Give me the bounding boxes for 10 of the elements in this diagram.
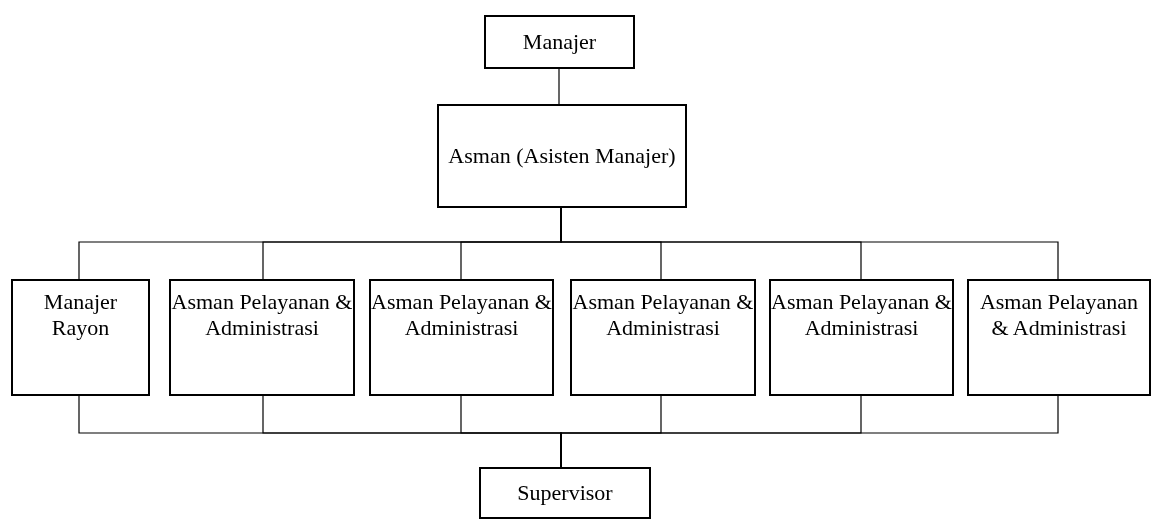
- connector-line: [558, 68, 560, 105]
- org-box: Asman Pelayanan & Administrasi: [967, 279, 1151, 396]
- org-box: Asman (Asisten Manajer): [437, 104, 687, 208]
- org-box: Asman Pelayanan & Administrasi: [169, 279, 355, 396]
- org-box: Asman Pelayanan & Administrasi: [570, 279, 756, 396]
- org-box: Asman Pelayanan & Administrasi: [769, 279, 954, 396]
- org-box: Manajer: [484, 15, 635, 69]
- org-box: Manajer Rayon: [11, 279, 150, 396]
- org-box: Asman Pelayanan & Administrasi: [369, 279, 554, 396]
- org-box: Supervisor: [479, 467, 651, 519]
